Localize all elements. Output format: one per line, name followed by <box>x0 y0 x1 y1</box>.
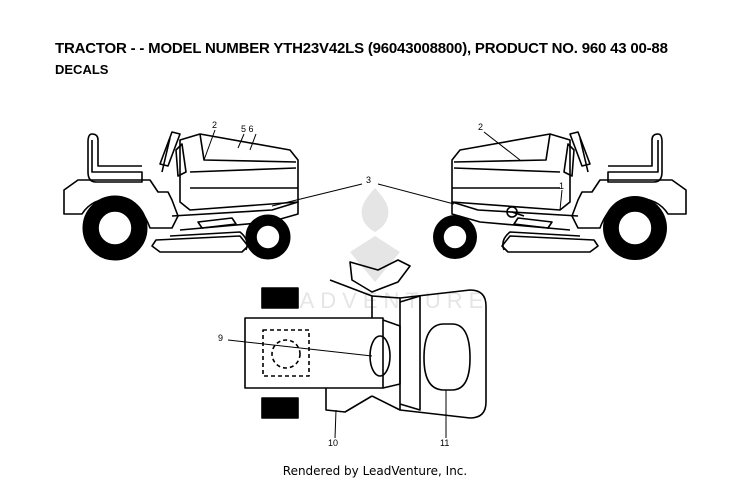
leader-2-left <box>203 129 216 161</box>
leader-5 <box>237 133 245 149</box>
callout-9: 9 <box>218 333 223 343</box>
leader-10 <box>334 409 337 439</box>
tractor-right-wheels <box>433 196 667 260</box>
callout-labels: 2 5 6 2 3 1 9 10 11 <box>212 120 564 448</box>
tractor-right-side-view <box>451 131 687 253</box>
callout-5-6: 5 6 <box>241 124 254 134</box>
callout-1: 1 <box>559 181 564 191</box>
footer-credit: Rendered by LeadVenture, Inc. <box>282 464 468 478</box>
leader-1 <box>559 189 563 211</box>
leader-2-right <box>483 131 521 161</box>
leader-lines <box>203 129 563 439</box>
leader-6 <box>249 133 257 151</box>
callout-11: 11 <box>440 438 449 448</box>
callout-10: 10 <box>328 438 338 448</box>
page-subtitle: DECALS <box>55 62 109 77</box>
tractor-top-view <box>244 259 487 419</box>
leadventure-flame-logo-icon <box>350 188 400 282</box>
leader-9 <box>227 339 373 357</box>
page-title: TRACTOR - - MODEL NUMBER YTH23V42LS (960… <box>55 40 668 57</box>
leader-3-left <box>271 183 363 207</box>
callout-3: 3 <box>366 175 371 185</box>
tractor-left-wheels <box>82 195 291 261</box>
leader-3-right <box>377 183 455 205</box>
callout-2-right: 2 <box>478 122 483 132</box>
callout-2-left: 2 <box>212 120 217 130</box>
